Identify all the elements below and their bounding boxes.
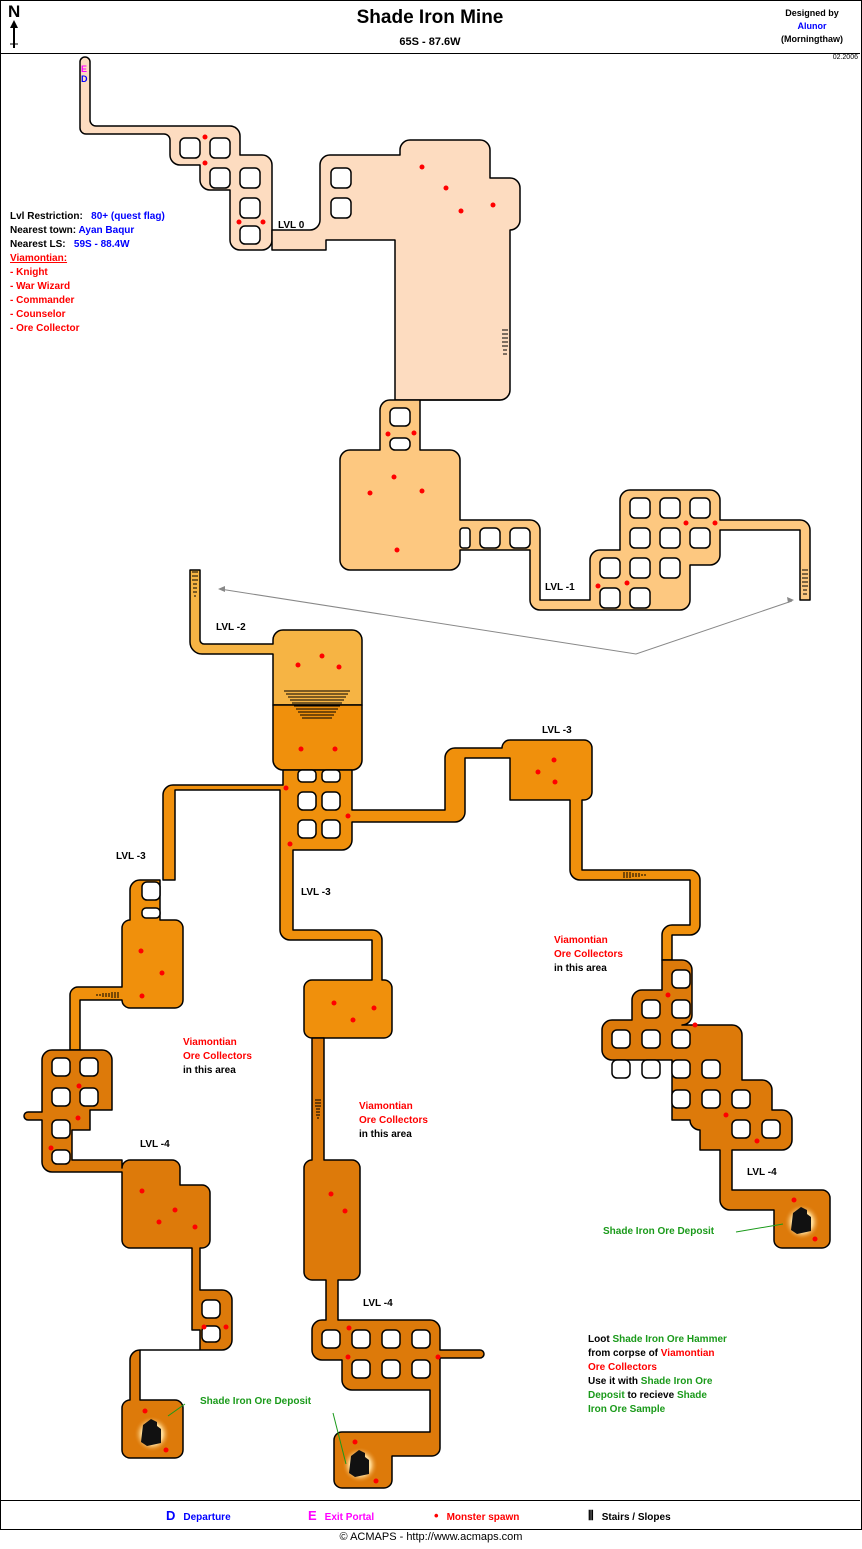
- arrow-head-icon: [218, 586, 225, 592]
- info-panel: Lvl Restriction: 80+ (quest flag) Neares…: [10, 210, 165, 336]
- lvl-restriction-value: 80+ (quest flag): [91, 211, 165, 222]
- quest-note: Loot Shade Iron Ore Hammer from corpse o…: [588, 1334, 727, 1415]
- deposit-label: Shade Iron Ore Deposit: [200, 1396, 312, 1407]
- arrow-head-icon: [787, 597, 794, 603]
- monster-item: - Commander: [10, 295, 75, 306]
- departure-marker: D: [81, 74, 88, 84]
- monster-item: - War Wizard: [10, 281, 71, 292]
- server-label: (Morningthaw): [781, 34, 843, 44]
- nearest-town-label: Nearest town:: [10, 225, 77, 236]
- deposit-label: Shade Iron Ore Deposit: [603, 1226, 715, 1237]
- monster-spawns: [48, 134, 818, 1484]
- level-2-area: [189, 569, 363, 771]
- header: N Shade Iron Mine 65S - 87.6W Designed b…: [0, 0, 860, 54]
- credits: Designed by Alunor (Morningthaw): [772, 7, 852, 46]
- monster-item: - Ore Collector: [10, 323, 80, 334]
- north-arrow-icon: [10, 20, 18, 48]
- north-label: N: [8, 2, 21, 21]
- level-label: LVL -3: [542, 725, 572, 736]
- copyright: © ACMAPS - http://www.acmaps.com: [339, 1531, 523, 1543]
- map-title: Shade Iron Mine: [356, 7, 504, 28]
- level-label: LVL -3: [301, 887, 331, 898]
- legend-monster-spawn: •Monster spawn: [434, 1508, 520, 1523]
- slope-hatch: [284, 690, 350, 719]
- legend-stairs: ⦀Stairs / Slopes: [588, 1508, 671, 1523]
- deposit-pointer-lines: [167, 1223, 784, 1465]
- level-1-area: [339, 399, 811, 611]
- level-label: LVL 0: [278, 220, 305, 231]
- dungeon-map: [23, 56, 831, 1489]
- monster-item: - Knight: [10, 267, 48, 278]
- lvl-restriction-label: Lvl Restriction:: [10, 211, 83, 222]
- level-label: LVL -2: [216, 622, 246, 633]
- designed-by-label: Designed by: [785, 8, 839, 18]
- nearest-town-value: Ayan Baqur: [78, 225, 135, 236]
- map-coords: 65S - 87.6W: [399, 36, 461, 48]
- level-label: LVL -4: [747, 1167, 777, 1178]
- monsters-heading: Viamontian:: [10, 253, 68, 264]
- nearest-ls-value: 59S - 88.4W: [73, 239, 130, 250]
- author-link[interactable]: Alunor: [797, 21, 827, 31]
- level-label: LVL -4: [140, 1139, 170, 1150]
- level-3-area: [69, 739, 701, 1051]
- date-stamp: 02.2006: [832, 54, 858, 61]
- ore-deposit-icon: [134, 1204, 820, 1483]
- stairs-icon: [96, 329, 808, 1119]
- level-label: LVL -4: [363, 1298, 393, 1309]
- north-indicator: N: [8, 3, 28, 51]
- level-label: LVL -3: [116, 851, 146, 862]
- exit-portal-marker: E: [81, 64, 88, 74]
- level-label: LVL -1: [545, 582, 575, 593]
- nearest-ls-label: Nearest LS:: [10, 239, 66, 250]
- connector-line: [219, 588, 793, 655]
- monster-item: - Counselor: [10, 309, 66, 320]
